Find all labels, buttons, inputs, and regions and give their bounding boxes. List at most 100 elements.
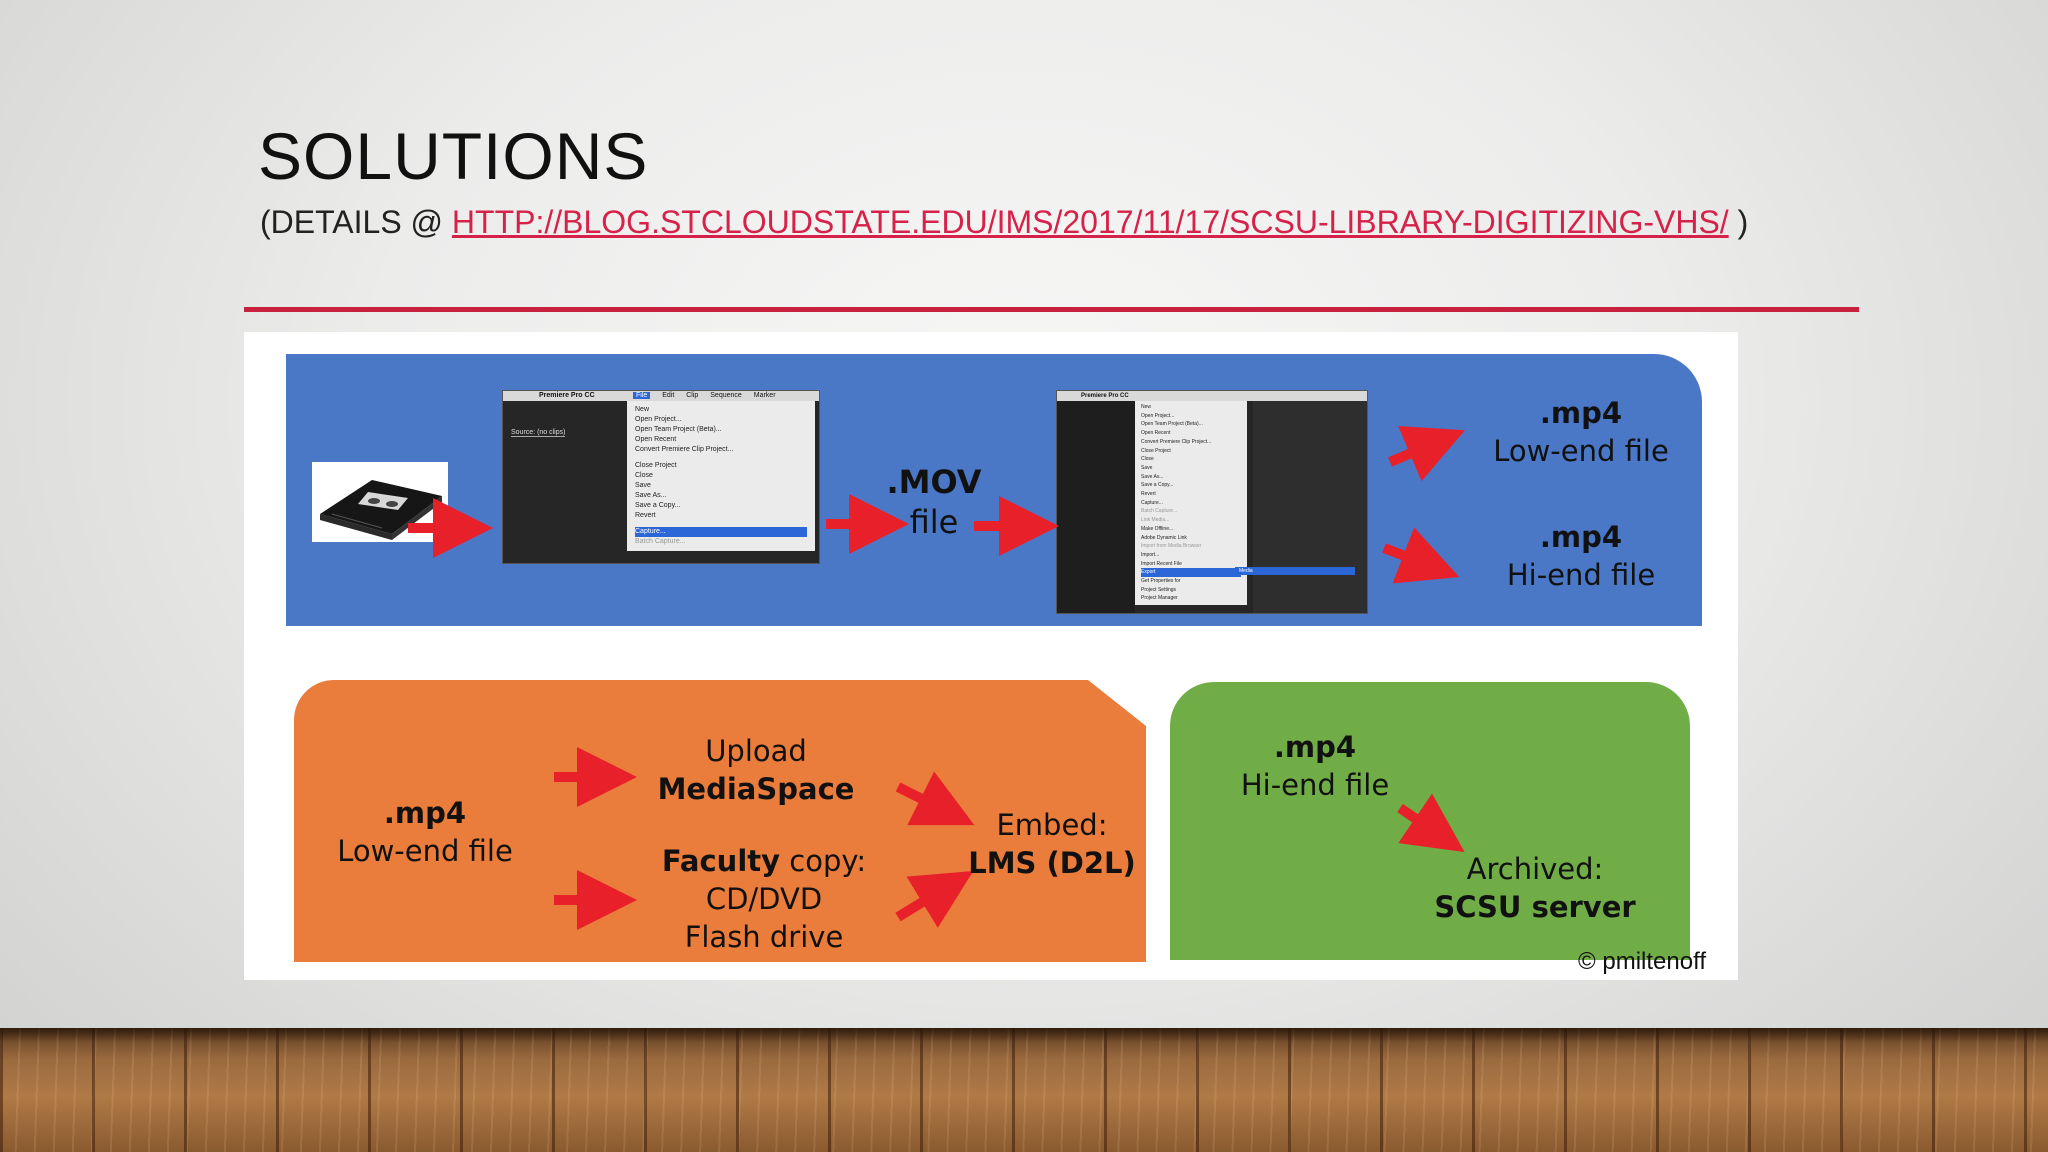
- export-submenu-selected: Media: [1235, 567, 1355, 575]
- arrow-hi-to-archived: [1397, 793, 1465, 853]
- menu-item: Save a Copy...: [635, 502, 681, 509]
- orange-mp4-title: .mp4: [383, 796, 467, 830]
- menu-item: New: [635, 406, 650, 413]
- menu-item: Project Manager: [1141, 595, 1178, 602]
- mov-sub: file: [909, 503, 959, 541]
- menu-item: Capture...: [1141, 499, 1163, 506]
- menu-item: New: [1141, 404, 1152, 410]
- arrows-layer: [408, 426, 1466, 930]
- premiere-capture-screenshot: Premiere Pro CC File Edit Clip Sequence …: [502, 390, 820, 564]
- green-mp4-title: .mp4: [1273, 730, 1357, 764]
- menu-item: Make Offline...: [1141, 525, 1174, 532]
- faculty-line2: CD/DVD: [705, 882, 823, 916]
- menu-item: Save As...: [1141, 473, 1164, 480]
- faculty-bold: Faculty: [661, 844, 781, 878]
- right-panel: [1253, 401, 1367, 613]
- menu-item-selected: Export: [1141, 568, 1241, 578]
- menu-item: Adobe Dynamic Link: [1141, 534, 1187, 541]
- left-panel: [1057, 401, 1135, 613]
- upload-line2: MediaSpace: [657, 772, 855, 806]
- menu-item: Save: [1141, 464, 1153, 471]
- embed-label: Embed: LMS (D2L): [950, 806, 1154, 882]
- arrow-upload-to-embed: [895, 771, 975, 826]
- floor-shadow: [0, 1028, 2048, 1042]
- mac-menubar: [1057, 391, 1367, 401]
- archived-line1: Archived:: [1466, 852, 1604, 886]
- menu-item: Open Team Project (Beta)...: [1141, 421, 1203, 428]
- clip-menu-title: Clip: [686, 392, 699, 399]
- edit-menu-title: Edit: [662, 392, 675, 399]
- mac-menubar: [503, 391, 819, 401]
- subtitle-suffix: ): [1728, 204, 1749, 240]
- menu-item: Save: [635, 482, 651, 489]
- menu-item: Revert: [1141, 491, 1156, 498]
- menu-item: Convert Premiere Clip Project...: [635, 446, 734, 453]
- premiere-export-screenshot: Premiere Pro CC New Open Project... Open…: [1056, 390, 1368, 614]
- faculty-rest: copy:: [780, 844, 867, 878]
- menu-item: Link Media...: [1141, 517, 1170, 524]
- menu-item: Batch Capture...: [1141, 508, 1178, 515]
- low-end-title: .mp4: [1539, 396, 1623, 430]
- file-menu-dropdown: New Open Project... Open Team Project (B…: [1135, 401, 1247, 606]
- menu-item: Batch Capture...: [635, 538, 686, 545]
- arrow-faculty-to-embed: [895, 870, 974, 928]
- file-menu-dropdown: New Open Project... Open Team Project (B…: [627, 401, 815, 551]
- wood-floor: [0, 1028, 2048, 1152]
- menu-item: Revert: [635, 512, 656, 519]
- menu-item: Import from Media Browser: [1141, 543, 1202, 550]
- menu-item: Save a Copy...: [1141, 482, 1174, 489]
- green-mp4-sub: Hi-end file: [1240, 768, 1390, 802]
- menu-item: Close: [635, 472, 653, 479]
- premiere-menubar: File Edit Clip Sequence Marker: [633, 391, 776, 401]
- menu-item: Get Properties for: [1141, 578, 1181, 585]
- embed-line2: LMS (D2L): [968, 846, 1136, 880]
- faculty-line3: Flash drive: [684, 920, 844, 954]
- mov-label: .MOV file: [866, 462, 1002, 542]
- archived-line2: SCSU server: [1434, 890, 1636, 924]
- embed-line1: Embed:: [996, 808, 1108, 842]
- low-end-sub: Low-end file: [1493, 434, 1669, 468]
- mov-title: .MOV: [886, 463, 982, 501]
- menu-item: Save As...: [635, 492, 667, 499]
- slide-subtitle: (DETAILS @ HTTP://BLOG.STCLOUDSTATE.EDU/…: [260, 204, 1748, 241]
- orange-mp4-sub: Low-end file: [337, 834, 513, 868]
- menu-item: Open Team Project (Beta)...: [635, 426, 722, 433]
- app-name: Premiere Pro CC: [539, 392, 595, 399]
- menu-item: Import...: [1141, 551, 1160, 558]
- sequence-menu-title: Sequence: [710, 392, 742, 399]
- upload-label: Upload MediaSpace: [636, 732, 876, 808]
- marker-menu-title: Marker: [753, 392, 776, 399]
- app-name: Premiere Pro CC: [1081, 393, 1129, 399]
- copyright-text: © pmiltenoff: [1578, 948, 1706, 975]
- hi-end-sub: Hi-end file: [1506, 558, 1656, 592]
- menu-item: Project Settings: [1141, 586, 1177, 593]
- menu-item: Close: [1141, 456, 1154, 463]
- menu-item: Open Project...: [635, 416, 682, 423]
- menu-item: Open Recent: [635, 436, 677, 443]
- menu-item: Close Project: [1141, 447, 1171, 454]
- subtitle-prefix: (DETAILS @: [260, 204, 452, 240]
- low-end-distribution-panel: [294, 680, 1146, 962]
- menu-item: Open Project...: [1141, 412, 1175, 419]
- source-panel-tab: Source: (no clips): [511, 429, 566, 437]
- details-link[interactable]: HTTP://BLOG.STCLOUDSTATE.EDU/IMS/2017/11…: [451, 204, 1729, 240]
- slide-title: SOLUTIONS: [258, 119, 649, 193]
- low-end-label: .mp4 Low-end file: [1466, 394, 1696, 470]
- green-mp4-label: .mp4 Hi-end file: [1210, 728, 1420, 804]
- menu-item-selected: Capture...: [635, 527, 807, 537]
- arrow-to-low-end: [1388, 426, 1466, 482]
- file-menu-title: File: [633, 392, 651, 399]
- menu-item: Close Project: [635, 462, 677, 469]
- title-divider: [244, 307, 1859, 312]
- menu-item: Import Recent File: [1141, 560, 1182, 567]
- workflow-diagram: Premiere Pro CC File Edit Clip Sequence …: [244, 332, 1738, 980]
- menu-item: Open Recent: [1141, 430, 1171, 437]
- faculty-label: Faculty copy: CD/DVD Flash drive: [626, 842, 902, 956]
- upload-line1: Upload: [705, 734, 807, 768]
- orange-mp4-label: .mp4 Low-end file: [310, 794, 540, 870]
- hi-end-title: .mp4: [1539, 520, 1623, 554]
- hi-end-label: .mp4 Hi-end file: [1466, 518, 1696, 594]
- archived-label: Archived: SCSU server: [1420, 850, 1650, 926]
- arrow-to-hi-end: [1382, 527, 1460, 584]
- menu-item: Convert Premiere Clip Project...: [1141, 438, 1212, 445]
